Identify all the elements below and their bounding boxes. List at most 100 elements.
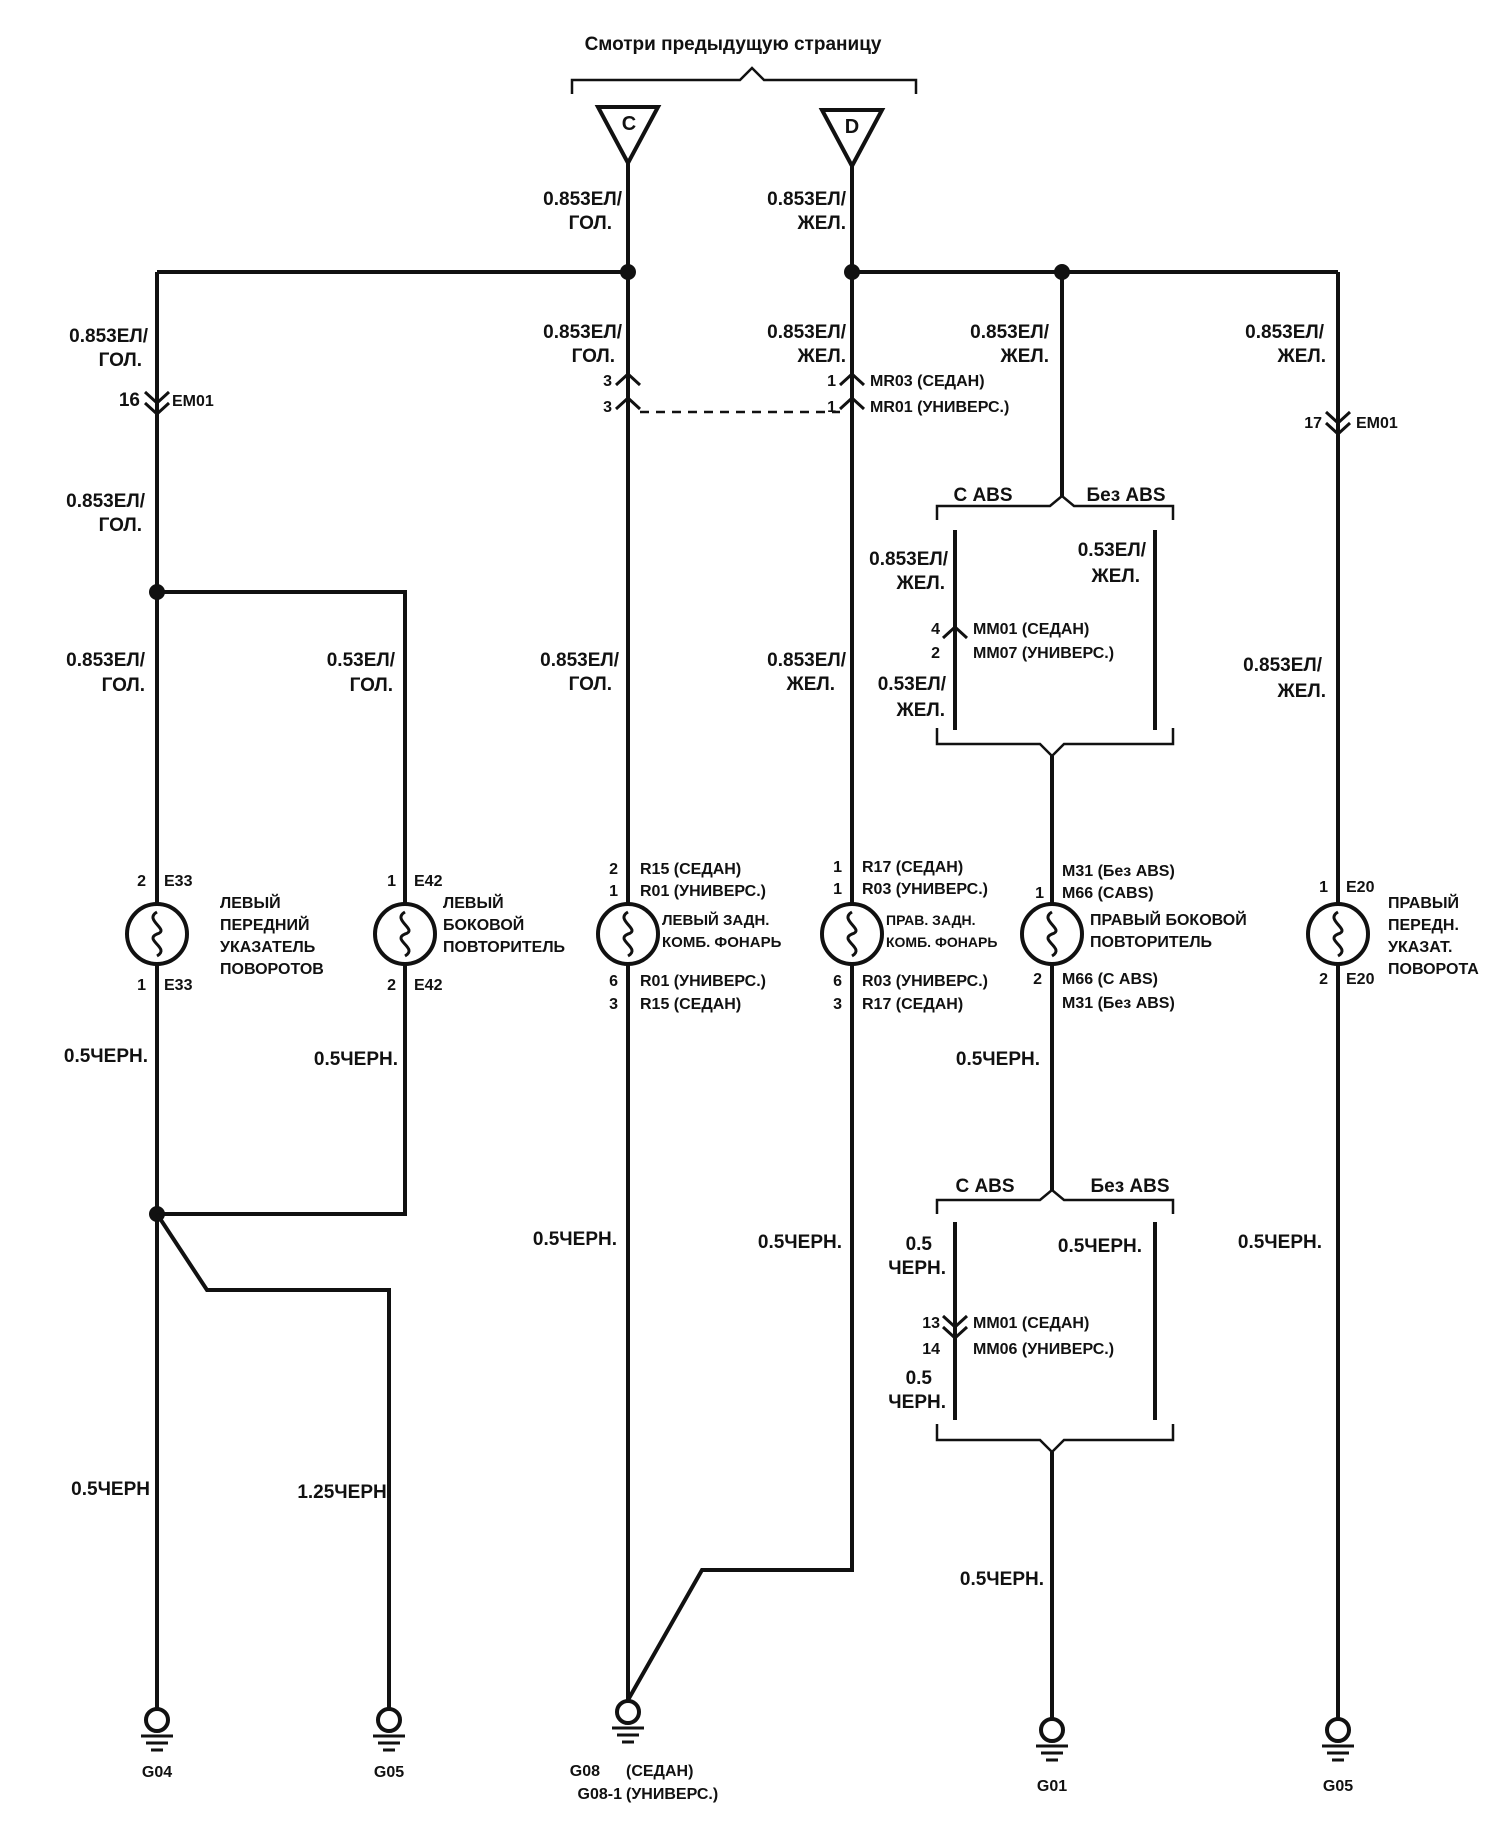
em01-right-code: EM01	[1356, 415, 1398, 432]
ground-g05-left-label: G05	[374, 1764, 404, 1781]
right-rear-code-bot-1: R03 (УНИВЕРС.)	[862, 973, 988, 990]
wire-gnd-right: 0.5ЧЕРН.	[1238, 1232, 1322, 1253]
right-rear-pin-top-2: 1	[833, 881, 842, 898]
wire-abs-with-a: 0.853ЕЛ/	[869, 549, 949, 570]
mr-d-code-2: MR01 (УНИВЕРС.)	[870, 399, 1009, 416]
left-side-label-1: ЛЕВЫЙ	[443, 893, 504, 912]
lamp-left-front: 2 E33 1 E33 ЛЕВЫЙ ПЕРЕДНИЙ УКАЗАТЕЛЬ ПОВ…	[125, 873, 324, 994]
left-rear-code-top-2: R01 (УНИВЕРС.)	[640, 883, 766, 900]
mr-c-pin-1: 3	[603, 373, 612, 390]
wire-d-top-1: 0.853ЕЛ/	[767, 189, 847, 210]
left-front-label-3: УКАЗАТЕЛЬ	[220, 939, 315, 956]
right-side-label-1: ПРАВЫЙ БОКОВОЙ	[1090, 910, 1247, 929]
left-rear-pin-top-2: 1	[609, 883, 618, 900]
right-rear-label-1: ПРАВ. ЗАДН.	[886, 912, 976, 928]
left-side-label-2: БОКОВОЙ	[443, 915, 524, 934]
mm-top-code-1: MM01 (СЕДАН)	[973, 621, 1089, 638]
right-side-code-top-1: M31 (Без ABS)	[1062, 863, 1175, 880]
wire-c-top-1: 0.853ЕЛ/	[543, 189, 623, 210]
mr-d-connector	[838, 371, 866, 411]
wire-left-side-a: 0.53ЕЛ/	[327, 650, 396, 671]
right-rear-pin-bot-1: 6	[833, 973, 842, 990]
wire-gnd-c: 0.5ЧЕРН.	[533, 1229, 617, 1250]
wire-abs-with-gnd-1a: 0.5	[906, 1234, 933, 1255]
wire-c-low-b: ГОЛ.	[569, 674, 612, 695]
mm-bot-pin-2: 14	[922, 1341, 940, 1358]
mm-bot-pin-1: 13	[922, 1315, 940, 1332]
connector-c: C	[594, 105, 662, 168]
left-front-code-bot: E33	[164, 977, 193, 994]
wire-left-2a: 0.853ЕЛ/	[66, 491, 146, 512]
left-front-pin-bot: 1	[137, 977, 146, 994]
right-rear-label-2: КОМБ. ФОНАРЬ	[886, 934, 997, 950]
wire-gnd-abs-low: 0.5ЧЕРН.	[960, 1569, 1044, 1590]
lamp-left-rear: 2 1 R15 (СЕДАН) R01 (УНИВЕРС.) 6 3 R01 (…	[596, 861, 782, 1013]
mm-top-pin-2: 2	[931, 645, 940, 662]
left-rear-code-bot-1: R01 (УНИВЕРС.)	[640, 973, 766, 990]
header-brace	[570, 66, 918, 94]
wire-gnd-abs: 0.5ЧЕРН.	[956, 1049, 1040, 1070]
branch-with-abs-top: С ABS	[953, 485, 1012, 506]
wire-abs-with-gnd-1b: ЧЕРН.	[888, 1258, 946, 1279]
wire-abs-with-gnd-2a: 0.5	[906, 1368, 933, 1389]
left-rear-pin-bot-1: 6	[609, 973, 618, 990]
mr-d-code-1: MR03 (СЕДАН)	[870, 373, 985, 390]
left-ground-labels: 0.5ЧЕРН. 0.5ЧЕРН. 0.5ЧЕРН 1.25ЧЕРН.	[64, 1046, 398, 1503]
wire-abs-with-gnd-2b: ЧЕРН.	[888, 1392, 946, 1413]
left-side-wires	[149, 584, 407, 1720]
wire-right-2b: ЖЕЛ.	[1277, 681, 1326, 702]
mm-bot-code-1: MM01 (СЕДАН)	[973, 1315, 1089, 1332]
right-front-code-bot: E20	[1346, 971, 1375, 988]
right-side-pin-top: 1	[1035, 885, 1044, 902]
lamp-left-side: 1 E42 2 E42 ЛЕВЫЙ БОКОВОЙ ПОВТОРИТЕЛЬ	[373, 873, 565, 994]
right-front-pin-top: 1	[1319, 879, 1328, 896]
em01-left-pin: 16	[119, 390, 140, 411]
abs-bottom-section: 0.5ЧЕРН. С ABS Без ABS 0.5 ЧЕРН. 0.5ЧЕРН…	[888, 1049, 1175, 1720]
left-rear-label-1: ЛЕВЫЙ ЗАДН.	[662, 911, 769, 929]
ground-g04-label: G04	[142, 1764, 172, 1781]
right-rear-pin-bot-2: 3	[833, 996, 842, 1013]
left-front-code-top: E33	[164, 873, 193, 890]
left-front-label-2: ПЕРЕДНИЙ	[220, 915, 309, 934]
wire-left-1b: ГОЛ.	[99, 350, 142, 371]
wire-right-1b: ЖЕЛ.	[1277, 346, 1326, 367]
left-side-pin-top: 1	[387, 873, 396, 890]
wire-left-3b: ГОЛ.	[102, 675, 145, 696]
ground-g08: G08 (СЕДАН) G08-1 (УНИВЕРС.)	[570, 1699, 718, 1803]
lamp-right-front: 1 E20 2 E20 ПРАВЫЙ ПЕРЕДН. УКАЗАТ. ПОВОР…	[1306, 879, 1479, 988]
right-front-label-2: ПЕРЕДН.	[1388, 917, 1459, 934]
wire-right-1a: 0.853ЕЛ/	[1245, 322, 1325, 343]
ground-g05-left: G05	[373, 1707, 405, 1781]
wire-d-low-a: 0.853ЕЛ/	[767, 650, 847, 671]
wire-c-mid-a: 0.853ЕЛ/	[543, 322, 623, 343]
ground-g08-note: (СЕДАН)	[626, 1763, 693, 1780]
wire-left-3a: 0.853ЕЛ/	[66, 650, 146, 671]
left-rear-code-bot-2: R15 (СЕДАН)	[640, 996, 741, 1013]
wire-gnd-side-low: 1.25ЧЕРН.	[297, 1482, 392, 1503]
wire-abs-without-gnd: 0.5ЧЕРН.	[1058, 1236, 1142, 1257]
ground-g04: G04	[141, 1707, 173, 1781]
mm-bot-code-2: MM06 (УНИВЕРС.)	[973, 1341, 1114, 1358]
left-rear-code-top-1: R15 (СЕДАН)	[640, 861, 741, 878]
ground-g01: G01	[1036, 1717, 1068, 1795]
wire-c-mid-b: ГОЛ.	[572, 346, 615, 367]
connector-c-label: C	[622, 113, 636, 135]
see-previous-page-label: Смотри предыдущую страницу	[585, 34, 882, 55]
left-side-code-bot: E42	[414, 977, 443, 994]
left-side-pin-bot: 2	[387, 977, 396, 994]
mr-d-pin-2: 1	[827, 399, 836, 416]
abs-top-section: 0.853ЕЛ/ ЖЕЛ. С ABS Без ABS 0.853ЕЛ/ ЖЕЛ…	[869, 322, 1175, 1190]
right-side-code-bot-2: M31 (Без ABS)	[1062, 995, 1175, 1012]
left-rear-pin-top-1: 2	[609, 861, 618, 878]
ground-g08-1-note: (УНИВЕРС.)	[626, 1786, 718, 1803]
top-wire-labels: 0.853ЕЛ/ ГОЛ. 0.853ЕЛ/ ЖЕЛ.	[543, 189, 847, 234]
wire-gnd-side: 0.5ЧЕРН.	[314, 1049, 398, 1070]
ground-g08-label: G08	[570, 1763, 600, 1780]
right-rear-code-top-2: R03 (УНИВЕРС.)	[862, 881, 988, 898]
lamp-right-side: M31 (Без ABS) 1 M66 (CABS) 2 M66 (С ABS)…	[1020, 863, 1247, 1012]
left-column-labels: 0.853ЕЛ/ ГОЛ. 0.853ЕЛ/ ГОЛ. 0.853ЕЛ/ ГОЛ…	[66, 326, 396, 696]
connector-d: D	[818, 108, 886, 171]
right-side-label-2: ПОВТОРИТЕЛЬ	[1090, 934, 1212, 951]
